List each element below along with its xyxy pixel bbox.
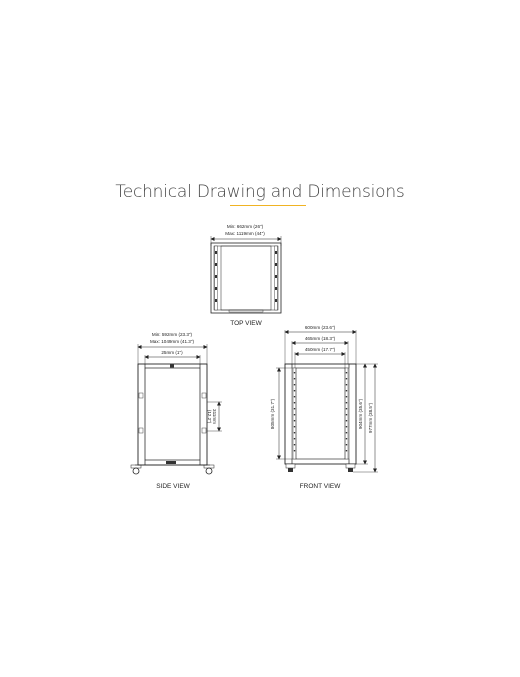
- front-dim-width-inner: 450mm (17.7"): [305, 347, 336, 352]
- top-view: Min: 662mm (26") Max: 1119mm (44") TOP V…: [210, 224, 282, 327]
- side-panel: [144, 367, 201, 461]
- side-front-post: [137, 363, 146, 466]
- side-dim-slot: 311mm: [212, 409, 217, 424]
- front-view-caption: FRONT VIEW: [300, 483, 342, 490]
- front-opening: [295, 367, 346, 460]
- side-dim-min: Min: 592mm (23.3"): [152, 332, 193, 337]
- front-left-post: [284, 363, 293, 465]
- side-dim-rail: 25mm (1"): [161, 350, 183, 355]
- side-view: Min: 592mm (23.3") Max: 1049mm (41.3") 2…: [130, 332, 222, 490]
- side-frame: [137, 363, 208, 466]
- front-left-caster: [288, 468, 293, 472]
- top-view-caption: TOP VIEW: [230, 320, 262, 327]
- top-dim-max: Max: 1119mm (44"): [225, 231, 265, 236]
- front-right-caster: [348, 468, 353, 472]
- side-rear-post: [199, 363, 208, 466]
- side-dim-max: Max: 1049mm (41.3"): [150, 339, 194, 344]
- front-view: 600mm (23.6") 465mm (18.3") 450mm (17.7"…: [270, 325, 378, 490]
- front-dim-height-inner: 805mm (31.7"): [270, 398, 275, 429]
- side-view-caption: SIDE VIEW: [156, 483, 190, 490]
- front-dim-height-outer: 977mm (38.5"): [368, 402, 373, 433]
- top-frame: [210, 242, 282, 314]
- top-inner-panel: [220, 245, 272, 311]
- title-underline: [230, 205, 306, 206]
- side-front-caster: [132, 467, 140, 475]
- page-title: Technical Drawing and Dimensions: [115, 182, 405, 202]
- side-dim-slot-in: (12.2"): [207, 410, 212, 424]
- front-right-post: [348, 363, 357, 465]
- front-dim-height-mid: 904mm (35.6"): [358, 398, 363, 429]
- front-dim-width-outer: 600mm (23.6"): [305, 325, 336, 330]
- top-dim-min: Min: 662mm (26"): [227, 224, 264, 229]
- front-dim-width-mid: 465mm (18.3"): [305, 336, 336, 341]
- side-rear-caster: [205, 467, 213, 475]
